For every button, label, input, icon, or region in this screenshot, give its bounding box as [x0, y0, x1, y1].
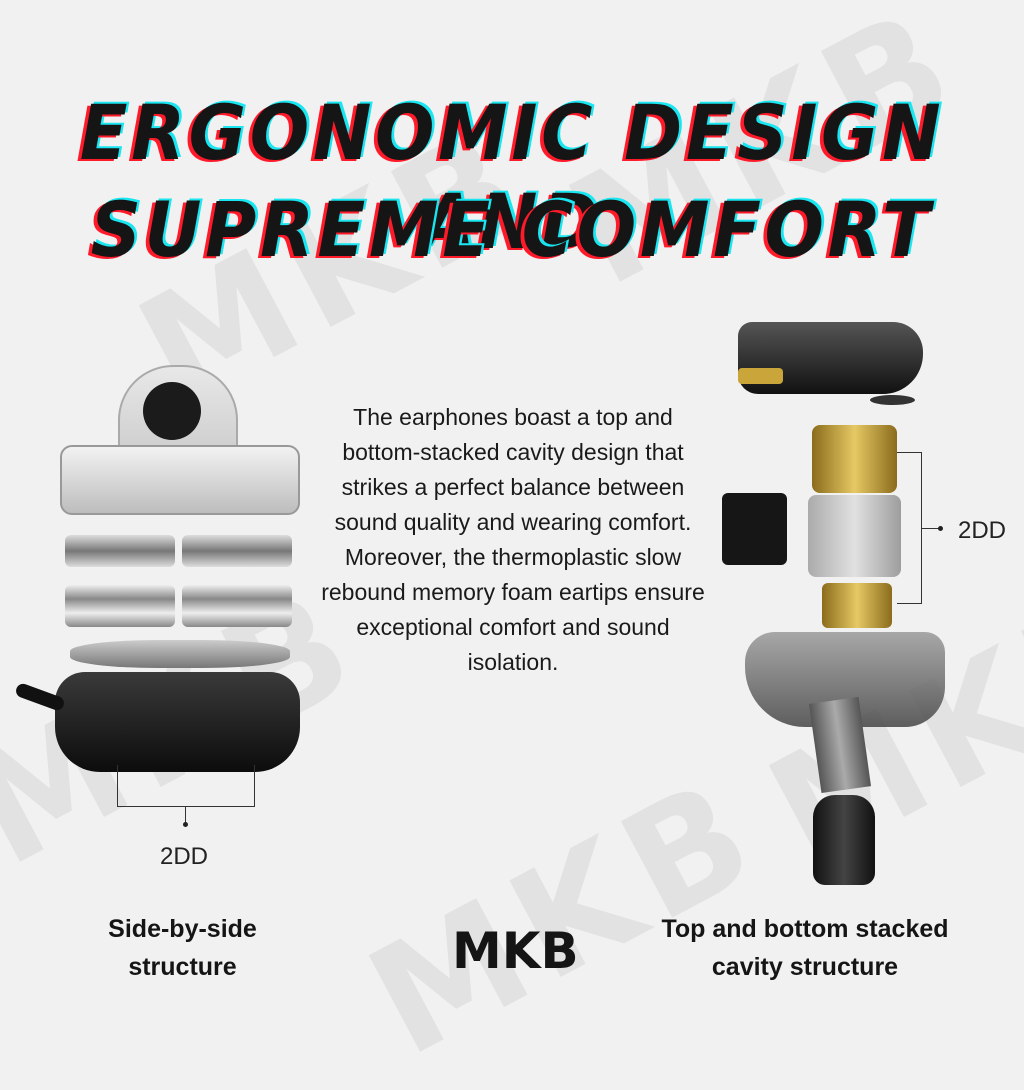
right-caption-line-2: cavity structure [711, 953, 899, 981]
right-caption-line-1: Top and bottom stacked [661, 915, 949, 943]
right-driver-label: 2DD [958, 517, 1007, 544]
left-caption-line-1: Side-by-side [108, 915, 257, 943]
title-line-1: ERGONOMIC DESIGN AND [79, 88, 945, 266]
description: The earphones boast a top and bottom-sta… [321, 404, 705, 675]
left-caption-line-2: structure [128, 953, 237, 981]
brand-logo: MKB [452, 922, 579, 980]
title-line-2: SUPREME COMFORT [90, 185, 934, 274]
left-driver-label: 2DD [160, 843, 209, 870]
